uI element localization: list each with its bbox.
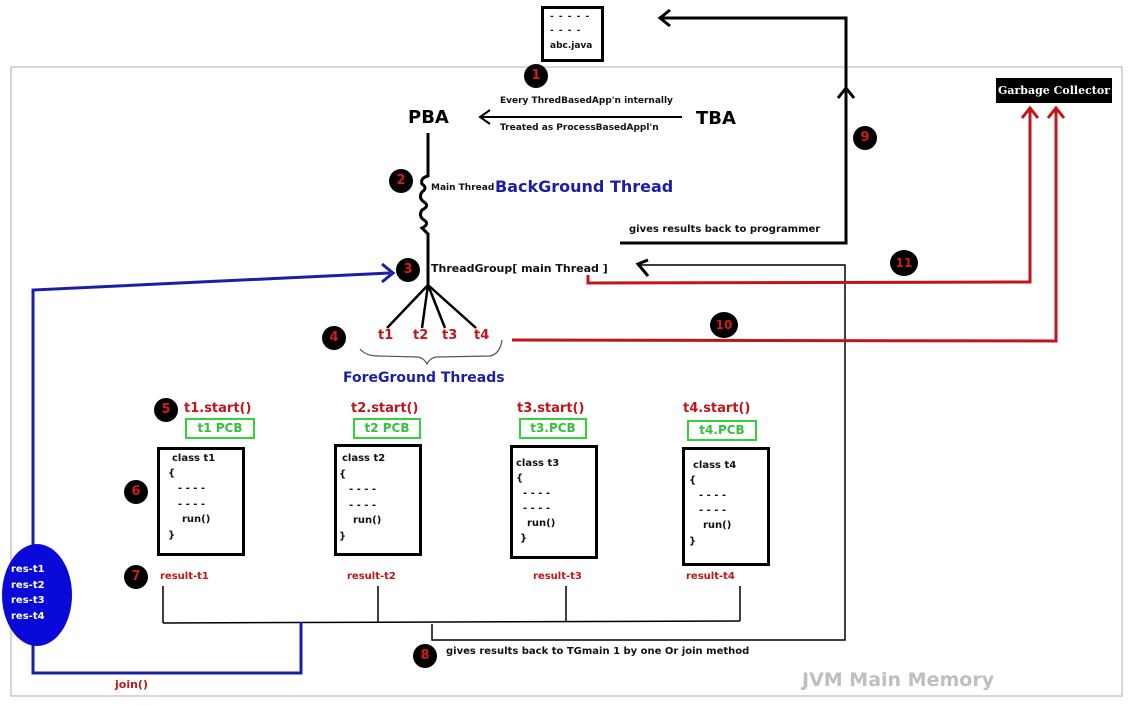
close-brace: } (689, 536, 697, 547)
step-badge-5: 5 (154, 398, 178, 422)
source-file-line: - - - - - (550, 12, 591, 22)
result-t4: result-t4 (686, 571, 735, 582)
step-badge-8: 8 (413, 644, 437, 668)
t1-pcb: t1 PCB (185, 418, 255, 439)
results-to-tg-label: gives results back to TGmain 1 by one Or… (446, 646, 750, 657)
main-thread-label: Main Thread (431, 183, 495, 193)
tba-pba-annotation-top: Every ThredBasedApp'n internally (500, 96, 673, 106)
step-badge-6: 6 (124, 480, 148, 504)
results-to-programmer-label: gives results back to programmer (629, 224, 821, 235)
join-path (31, 622, 303, 675)
result-t3: result-t3 (533, 571, 582, 582)
open-brace: { (339, 469, 347, 480)
thread-t2: t2 (413, 328, 429, 343)
class-name: class t3 (516, 458, 560, 469)
foreground-threads-label: ForeGround Threads (343, 370, 505, 386)
t1-start: t1.start() (184, 401, 252, 416)
source-file-box: - - - - - - - - - abc.java (541, 6, 604, 62)
tba-pba-annotation-bottom: Treated as ProcessBasedAppl'n (500, 123, 659, 133)
source-file-name: abc.java (550, 41, 593, 51)
step-badge-9: 9 (853, 126, 877, 150)
run-method: run() (703, 520, 732, 531)
result-store-item: res-t4 (11, 611, 45, 622)
step-badge-10: 10 (710, 312, 738, 338)
open-brace: { (689, 475, 697, 486)
code-line: - - - - (699, 490, 727, 501)
foreground-brace (359, 339, 503, 366)
results-to-programmer-path (620, 16, 848, 245)
thread-t3: t3 (442, 328, 458, 343)
run-method: run() (353, 515, 382, 526)
thread-t4: t4 (474, 328, 490, 343)
step-badge-11: 11 (890, 250, 918, 276)
code-line: - - - - (523, 503, 551, 514)
class-name: class t1 (172, 453, 216, 464)
return-to-threadgroup-path (431, 264, 846, 641)
step-badge-4: 4 (322, 326, 346, 350)
main-thread-to-gc-path (586, 108, 1032, 285)
code-line: - - - - (349, 484, 377, 495)
class-t3-box: class t3 { - - - - - - - - run() } (510, 445, 598, 559)
garbage-collector: Garbage Collector (996, 78, 1112, 103)
t3-start: t3.start() (517, 401, 585, 416)
step-badge-7: 7 (124, 565, 148, 589)
class-t2-box: class t2 { - - - - - - - - run() } (334, 444, 422, 556)
step-badge-3: 3 (396, 258, 420, 282)
thread-t1: t1 (378, 328, 394, 343)
result-store-item: res-t1 (11, 564, 45, 575)
t3-pcb: t3.PCB (519, 418, 587, 439)
thread-group-label: ThreadGroup[ main Thread ] (431, 262, 608, 275)
result-store-item: res-t2 (11, 580, 45, 591)
result-t2: result-t2 (347, 571, 396, 582)
run-method: run() (182, 514, 211, 525)
class-name: class t2 (342, 453, 386, 464)
t2-start: t2.start() (351, 401, 419, 416)
t4-start: t4.start() (683, 401, 751, 416)
code-line: - - - - (699, 505, 727, 516)
class-t4-box: class t4 { - - - - - - - - run() } (682, 447, 770, 566)
thread-branches (386, 284, 477, 329)
code-line: - - - - (178, 499, 206, 510)
code-line: - - - - (523, 488, 551, 499)
close-brace: } (520, 533, 528, 544)
code-line: - - - - (349, 500, 377, 511)
class-name: class t4 (693, 460, 737, 471)
t4-pcb: t4.PCB (687, 420, 757, 441)
main-thread-line (418, 133, 430, 290)
open-brace: { (168, 468, 176, 479)
foreground-to-gc-path (511, 108, 1058, 343)
tba-label: TBA (696, 108, 736, 129)
pba-label: PBA (408, 107, 449, 128)
jvm-memory-label: JVM Main Memory (802, 669, 995, 691)
background-thread-label: BackGround Thread (495, 177, 674, 196)
step-badge-1: 1 (524, 64, 548, 88)
step-badge-2: 2 (389, 169, 413, 193)
open-brace: { (516, 473, 524, 484)
source-file-line: - - - - (550, 26, 582, 36)
result-collector-lines (162, 586, 741, 624)
t2-pcb: t2 PCB (353, 418, 421, 439)
result-store-item: res-t3 (11, 595, 45, 606)
code-line: - - - - (178, 483, 206, 494)
result-store: res-t1 res-t2 res-t3 res-t4 (2, 544, 72, 646)
join-label: join() (115, 678, 148, 691)
run-method: run() (527, 518, 556, 529)
result-t1: result-t1 (160, 571, 209, 582)
close-brace: } (168, 530, 176, 541)
class-t1-box: class t1 { - - - - - - - - run() } (157, 447, 245, 556)
close-brace: } (339, 531, 347, 542)
jvm-memory-boundary (10, 66, 1123, 697)
results-to-threadgroup-path (31, 271, 391, 545)
